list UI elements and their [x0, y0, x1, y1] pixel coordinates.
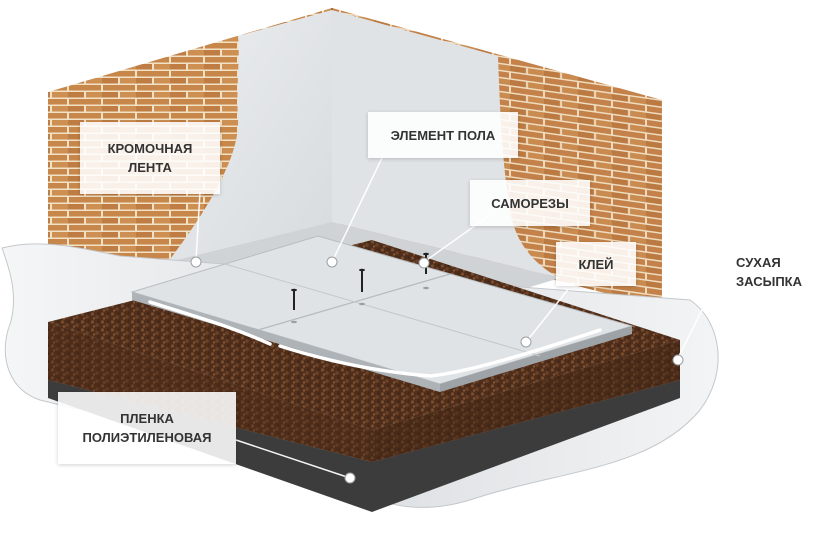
label-edge-tape-line2: ЛЕНТА — [128, 160, 172, 175]
label-floor-element-text: ЭЛЕМЕНТ ПОЛА — [390, 127, 496, 143]
label-floor-element: ЭЛЕМЕНТ ПОЛА — [368, 112, 518, 158]
label-dry-backfill-line1: СУХАЯ — [736, 255, 781, 270]
label-film-line1: ПЛЕНКА — [120, 411, 174, 426]
label-dry-backfill: СУХАЯ ЗАСЫПКА — [736, 248, 832, 296]
label-edge-tape: КРОМОЧНАЯ ЛЕНТА — [80, 122, 220, 194]
label-glue: КЛЕЙ — [556, 242, 636, 286]
base-layer — [48, 380, 680, 512]
wall-sheet-left — [168, 10, 332, 262]
label-edge-tape-line1: КРОМОЧНАЯ — [107, 141, 193, 156]
label-screws-text: САМОРЕЗЫ — [491, 195, 569, 211]
marker-dots — [190, 256, 684, 484]
label-glue-text: КЛЕЙ — [578, 256, 614, 272]
leader-lines — [195, 157, 713, 479]
label-polyethylene-film: ПЛЕНКА ПОЛИЭТИЛЕНОВАЯ — [58, 392, 236, 464]
label-dry-backfill-line2: ЗАСЫПКА — [736, 274, 802, 289]
glue-strip — [148, 300, 602, 378]
floor-panel-right-edge — [440, 326, 632, 392]
label-film-line2: ПОЛИЭТИЛЕНОВАЯ — [82, 430, 212, 445]
label-screws: САМОРЕЗЫ — [470, 180, 590, 226]
